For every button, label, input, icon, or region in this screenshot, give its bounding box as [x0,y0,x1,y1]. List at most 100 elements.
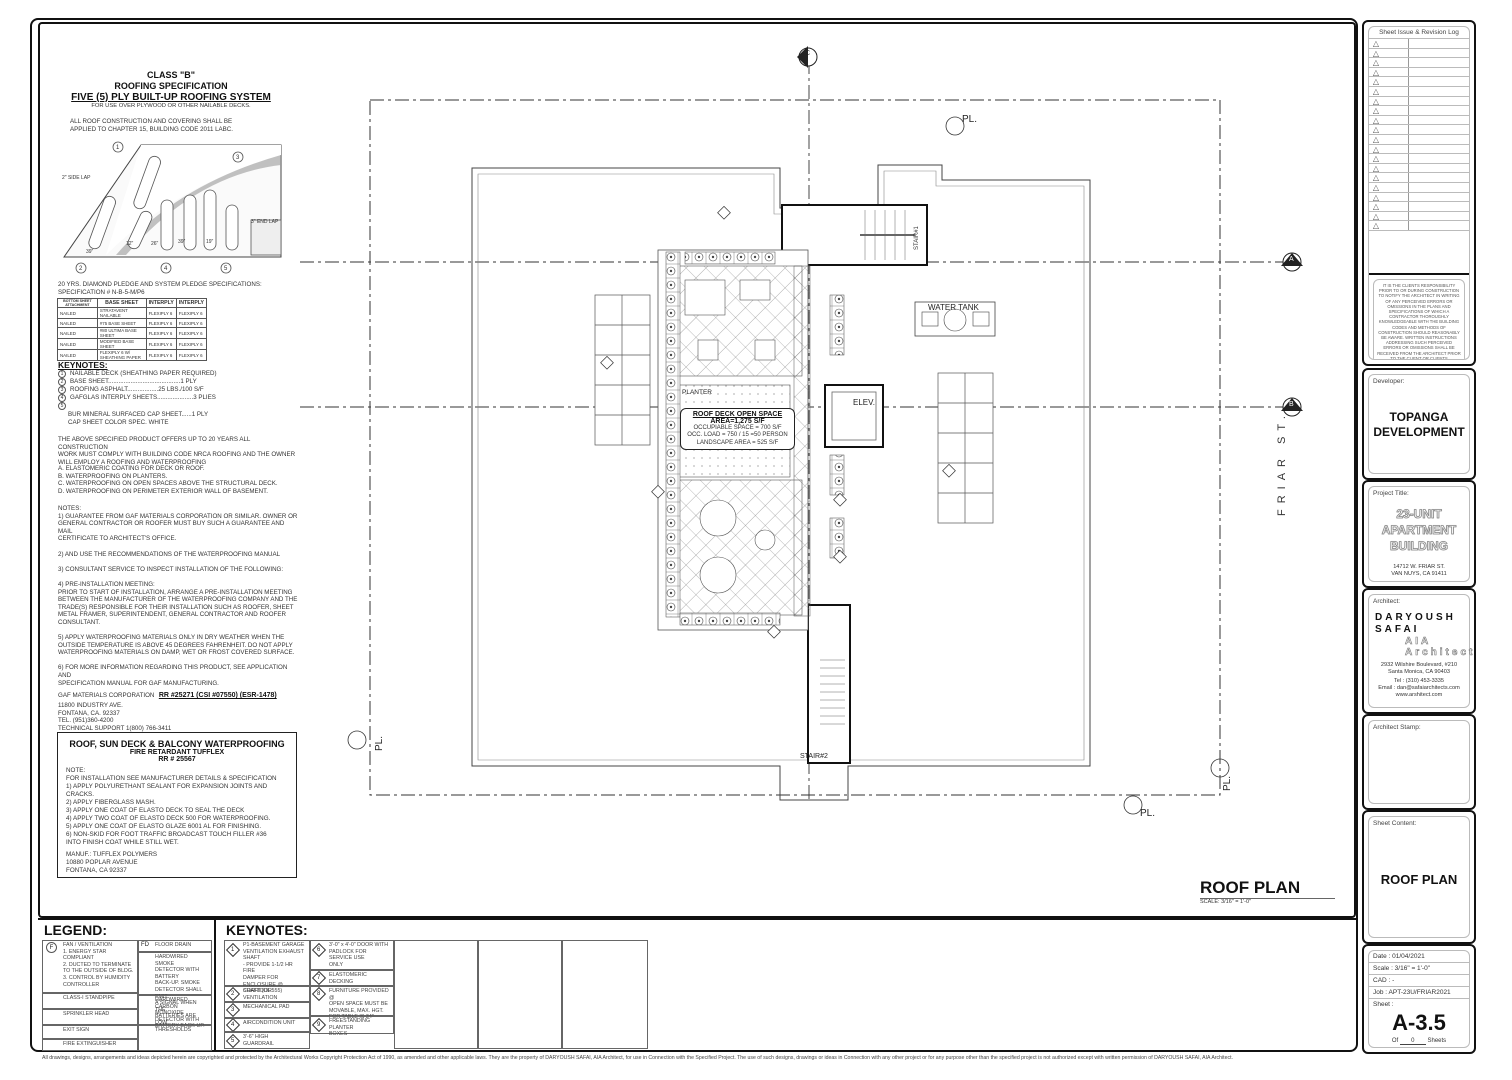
keynote-num: 6 [316,946,321,953]
revision-triangle-icon: △ [1372,115,1380,125]
revision-date-cell [1383,173,1409,182]
revision-row: △ [1369,58,1469,68]
table-cell: STRATAVENT NAILABLE [96,307,147,319]
table-cell: #80 ULTIMA BASE SHEET [96,327,147,339]
revision-row: △ [1369,48,1469,59]
table-cell: FLEXIPLY 6 W/ SHEATHING PAPER [96,349,147,361]
legend-item-thresholds: THRESHOLDS [138,1025,212,1051]
table-cell: FLEXIPLY 6 [175,349,208,361]
keynote-num: 1 [230,946,235,953]
revision-date-cell [1383,134,1409,144]
legend-item-exit-sign: EXIT SIGN [42,1025,138,1039]
gaf-address: 11800 INDUSTRY AVE. FONTANA, CA. 92337 T… [58,702,172,732]
sheet-scale: Scale : 3/16" = 1'-0" [1369,963,1469,975]
revision-row: △ [1369,106,1469,116]
developer-label: Developer: [1373,378,1405,385]
svg-text:5: 5 [224,266,228,272]
keynote-text: MECHANICAL PAD [243,1004,290,1010]
legend-text: FLOOR DRAIN [155,942,192,948]
spec-keynote-item: 5 [58,402,288,410]
property-line-label-bottom: PL. [1140,808,1156,819]
table-cell: FLEXIPLY 6 [175,318,208,328]
cap-sheet-note: BUR MINERAL SURFACED CAP SHEET......1 PL… [68,411,209,426]
keynote-text: FURNITURE PROVIDED @ OPEN SPACE MUST BE … [329,988,389,1021]
built-up-table: BOTTOM SHEET ATTACHMENT BASE SHEET INTER… [57,298,208,361]
revision-date-cell [1383,211,1409,221]
legend-text: FAN / VENTILATION 1. ENERGY STAR COMPLIA… [63,942,134,988]
developer-name-line2: DEVELOPMENT [1373,425,1465,439]
roof-plan-title-block: ROOF PLAN SCALE: 3/16" = 1'-0" [1200,878,1335,905]
roof-plan-title: ROOF PLAN [1200,878,1301,897]
architect-name-line1: DARYOUSH [1375,612,1456,623]
side-lap-label: 2" SIDE LAP [62,175,91,181]
revision-date-cell [1383,192,1409,202]
legend-text: HARDWIRED SMOKE DETECTOR WITH BATTERY BA… [155,954,203,1026]
revision-triangle-icon: △ [1372,106,1380,116]
revision-date-cell [1383,144,1409,154]
fan-icon: F [46,942,57,953]
keynote-num: 4 [230,1021,235,1028]
developer-name-line1: TOPANGA [1389,410,1449,424]
keynote-text: FREESTANDING PLANTER BOXES [329,1018,371,1038]
keynote-text: P1-BASEMENT GARAGE VENTILATION EXHAUST S… [243,942,305,995]
revision-triangle-icon: △ [1372,202,1380,212]
legend-text: CLASS-I STANDPIPE [63,995,115,1001]
section-marker-b[interactable]: B [1281,397,1303,417]
spec-notes: NOTES: 1) GUARANTEE FROM GAF MATERIALS C… [58,505,298,687]
keynote-empty-column [478,940,562,1049]
section-letter: C [805,50,810,57]
revision-triangle-icon: △ [1372,58,1380,68]
svg-text:26": 26" [151,241,159,247]
section-marker-a[interactable]: A [1281,252,1303,272]
section-marker-c[interactable]: C [797,46,818,68]
revision-triangle-icon: △ [1372,134,1380,144]
water-tank-label: WATER TANK [928,303,979,312]
revision-row: △ [1369,202,1469,212]
keynotes-panel: KEYNOTES: P1-BASEMENT GARAGE VENTILATION… [220,918,652,1052]
keynote-text: NAILABLE DECK (SHEATHING PAPER REQUIRED) [70,370,217,377]
keynotes-title: KEYNOTES: [226,922,308,938]
revision-triangle-icon: △ [1372,96,1380,106]
copyright-notice: All drawings, designs, arrangements and … [42,1055,1233,1061]
revision-triangle-icon: △ [1372,173,1380,183]
sheets-label: Sheets [1427,1038,1447,1044]
stair2-label: STAIR#2 [800,753,828,760]
revision-row: △ [1369,39,1469,49]
table-header: INTERPLY [145,298,177,308]
revision-date-cell [1383,221,1409,230]
waterproofing-manufacturer: MANUF.: TUFFLEX POLYMERS 10880 POPLAR AV… [66,851,158,874]
legend-item-fire-extinguisher: FIRE EXTINGUISHER [42,1039,138,1051]
revision-date-cell [1383,106,1409,115]
table-cell: NAILED [57,327,98,339]
stair1-label: STAIR#1 [914,225,920,250]
keynote-num: 3 [230,1006,235,1013]
legend-frame [38,918,1356,1052]
sheet-number: A-3.5 [1392,1010,1446,1035]
revision-row: △ [1369,163,1469,174]
keynote-num: 7 [316,974,321,981]
svg-text:4: 4 [164,266,168,272]
architect-label: Architect: [1373,598,1401,605]
keynote-text: 3'-0" x 4'-0" DOOR WITH PADLOCK FOR SERV… [329,942,389,968]
spec-title-class: CLASS "B" [146,70,196,80]
svg-text:12": 12" [126,241,134,247]
pledge-spec: 20 YRS. DIAMOND PLEDGE AND SYSTEM PLEDGE… [58,281,262,296]
keynote-num: 9 [316,1021,321,1028]
revision-row: △ [1369,125,1469,135]
project-name-line2: APARTMENT [1381,523,1457,538]
drawing-area-frame [38,22,1356,918]
waterproofing-rr: RR # 25567 [158,756,196,763]
project-title-panel: Project Title: 23-UNIT APARTMENT BUILDIN… [1362,480,1476,588]
revision-date-cell [1383,125,1409,134]
project-address: 14712 W. FRIAR ST. VAN NUYS, CA 91411 [1391,564,1447,577]
sheet-content-panel: Sheet Content: ROOF PLAN [1362,810,1476,944]
developer-panel: Developer: TOPANGA DEVELOPMENT [1362,368,1476,480]
table-cell: #75 BASE SHEET [96,318,147,328]
legend-panel: LEGEND: FAN / VENTILATION 1. ENERGY STAR… [38,918,216,1052]
keynote-num: 2 [230,990,235,997]
table-cell: FLEXIPLY 6 [145,349,177,361]
